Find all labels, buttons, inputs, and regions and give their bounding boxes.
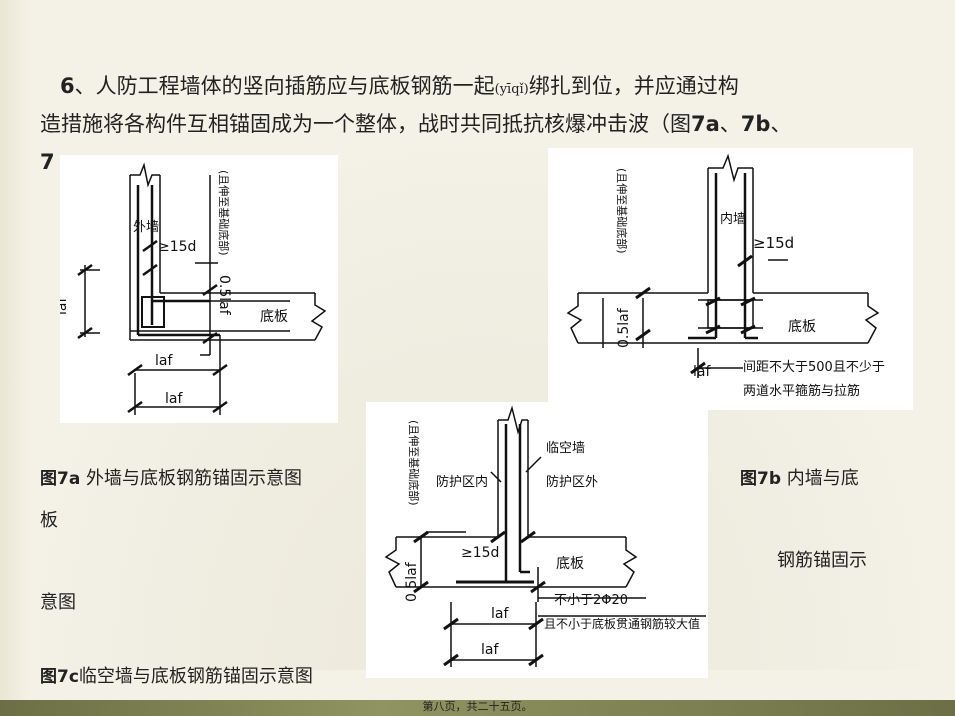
fig7c-wall-label: 临空墙	[546, 441, 585, 456]
fig7c-vertical-note: (且伸至基础底部)	[407, 420, 421, 506]
figure-7c: 临空墙 防护区内 防护区外 (且伸至基础底部) 0.5laf ≥15d 底板 不…	[366, 402, 708, 678]
caption-fig7b-number: 图7b	[740, 469, 781, 489]
caption-fig7a-wrap-text: 板	[40, 510, 58, 531]
figure-7c-drawing: 临空墙 防护区内 防护区外 (且伸至基础底部) 0.5laf ≥15d 底板 不…	[384, 405, 706, 667]
bottom-bar	[0, 700, 955, 716]
fig7c-laf-2: laf	[481, 642, 499, 658]
caption-fig7c-text: 临空墙与底板钢筋锚固示意图	[78, 666, 313, 687]
page-footer: 第八页，共二十五页。	[422, 700, 533, 713]
fig7a-laf-1: laf	[155, 353, 173, 369]
fig7b-wall-label: 内墙	[720, 211, 746, 227]
caption-fig7b-text: 内墙与底	[781, 468, 859, 489]
caption-fig7b-wrap: 钢筋锚固示	[777, 546, 867, 572]
background-left-band	[0, 0, 30, 716]
caption-fig7a: 图7a 外墙与底板钢筋锚固示意图	[40, 464, 302, 490]
fig7b-laf: laf	[693, 364, 711, 380]
item-number: 6	[60, 74, 75, 98]
paragraph-line-3: 7	[40, 142, 920, 182]
fig7a-vertical-note: (且伸至基础底部)	[217, 170, 231, 256]
caption-fig7b: 图7b 内墙与底	[740, 464, 859, 490]
text: 、人防工程墙体的竖向插筋应与底板钢筋一起	[74, 74, 495, 98]
text: 、	[719, 112, 741, 136]
caption-fig7a-wrap: 板	[40, 506, 58, 532]
fig7c-slab-label: 底板	[556, 556, 584, 572]
fig-ref: 7	[40, 150, 55, 174]
caption-fig7c-number: 图7c	[40, 667, 79, 687]
paragraph-line-1: 6、人防工程墙体的竖向插筋应与底板钢筋一起(yīqǐ)绑扎到位，并应通过构	[40, 66, 940, 110]
fig7b-15d-label: ≥15d	[753, 234, 794, 252]
text: 造措施将各构件互相锚固成为一个整体，战时共同抵抗核爆冲击波（图	[40, 112, 691, 136]
fig7c-laf-1: laf	[491, 606, 509, 622]
caption-fig7b-wrap-text: 钢筋锚固示	[777, 550, 867, 571]
caption-fig7a-text: 外墙与底板钢筋锚固示意图	[80, 468, 303, 489]
fig7c-note-2: 且不小于底板贯通钢筋较大值	[544, 616, 700, 631]
fig7a-slab-label: 底板	[260, 309, 288, 325]
caption-fig7a-tail: 意图	[40, 588, 76, 614]
caption-fig7a-tail-text: 意图	[40, 592, 76, 613]
fig7b-note-1: 间距不大于500且不少于	[743, 360, 885, 375]
fig7c-half-laf: 0.5laf	[404, 561, 420, 602]
fig7a-wall-label: 外墙	[133, 220, 159, 235]
figure-7b: 内墙 ≥15d (且伸至基础底部) 0.5laf 底板 laf 间距不大于500…	[548, 148, 913, 410]
figure-7b-drawing: 内墙 ≥15d (且伸至基础底部) 0.5laf 底板 laf 间距不大于500…	[566, 153, 885, 399]
fig7a-laf-left: laf	[60, 297, 70, 315]
text: 绑扎到位，并应通过构	[528, 74, 739, 98]
fig7a-half-laf: 0.5laf	[216, 275, 232, 316]
pinyin: (yīqǐ)	[494, 82, 529, 97]
figure-7a: 外墙 ≥15d (且伸至基础底部) 0.5laf 底板 laf laf laf	[60, 155, 338, 423]
fig7c-zone-in: 防护区内	[436, 474, 488, 490]
figure-7a-drawing: 外墙 ≥15d (且伸至基础底部) 0.5laf 底板 laf laf laf	[60, 162, 327, 415]
fig7a-15d-label: ≥15d	[158, 239, 196, 255]
fig7b-note-2: 两道水平箍筋与拉筋	[743, 383, 860, 399]
fig7c-note-1: 不小于2Φ20	[554, 593, 628, 608]
fig7b-slab-label: 底板	[788, 319, 816, 335]
fig-ref: 7b	[740, 112, 771, 136]
caption-fig7c: 图7c临空墙与底板钢筋锚固示意图	[40, 662, 313, 688]
fig7b-half-laf: 0.5laf	[616, 307, 632, 348]
text: 、	[770, 112, 792, 136]
caption-fig7a-number: 图7a	[40, 469, 81, 489]
fig7c-zone-out: 防护区外	[546, 474, 598, 490]
paragraph-line-2: 造措施将各构件互相锚固成为一个整体，战时共同抵抗核爆冲击波（图7a、7b、	[40, 104, 920, 144]
fig7b-vertical-note: (且伸至基础底部)	[615, 168, 629, 254]
fig7c-15d-label: ≥15d	[461, 545, 499, 561]
fig7a-laf-2: laf	[165, 391, 183, 407]
fig-ref: 7a	[691, 112, 720, 136]
